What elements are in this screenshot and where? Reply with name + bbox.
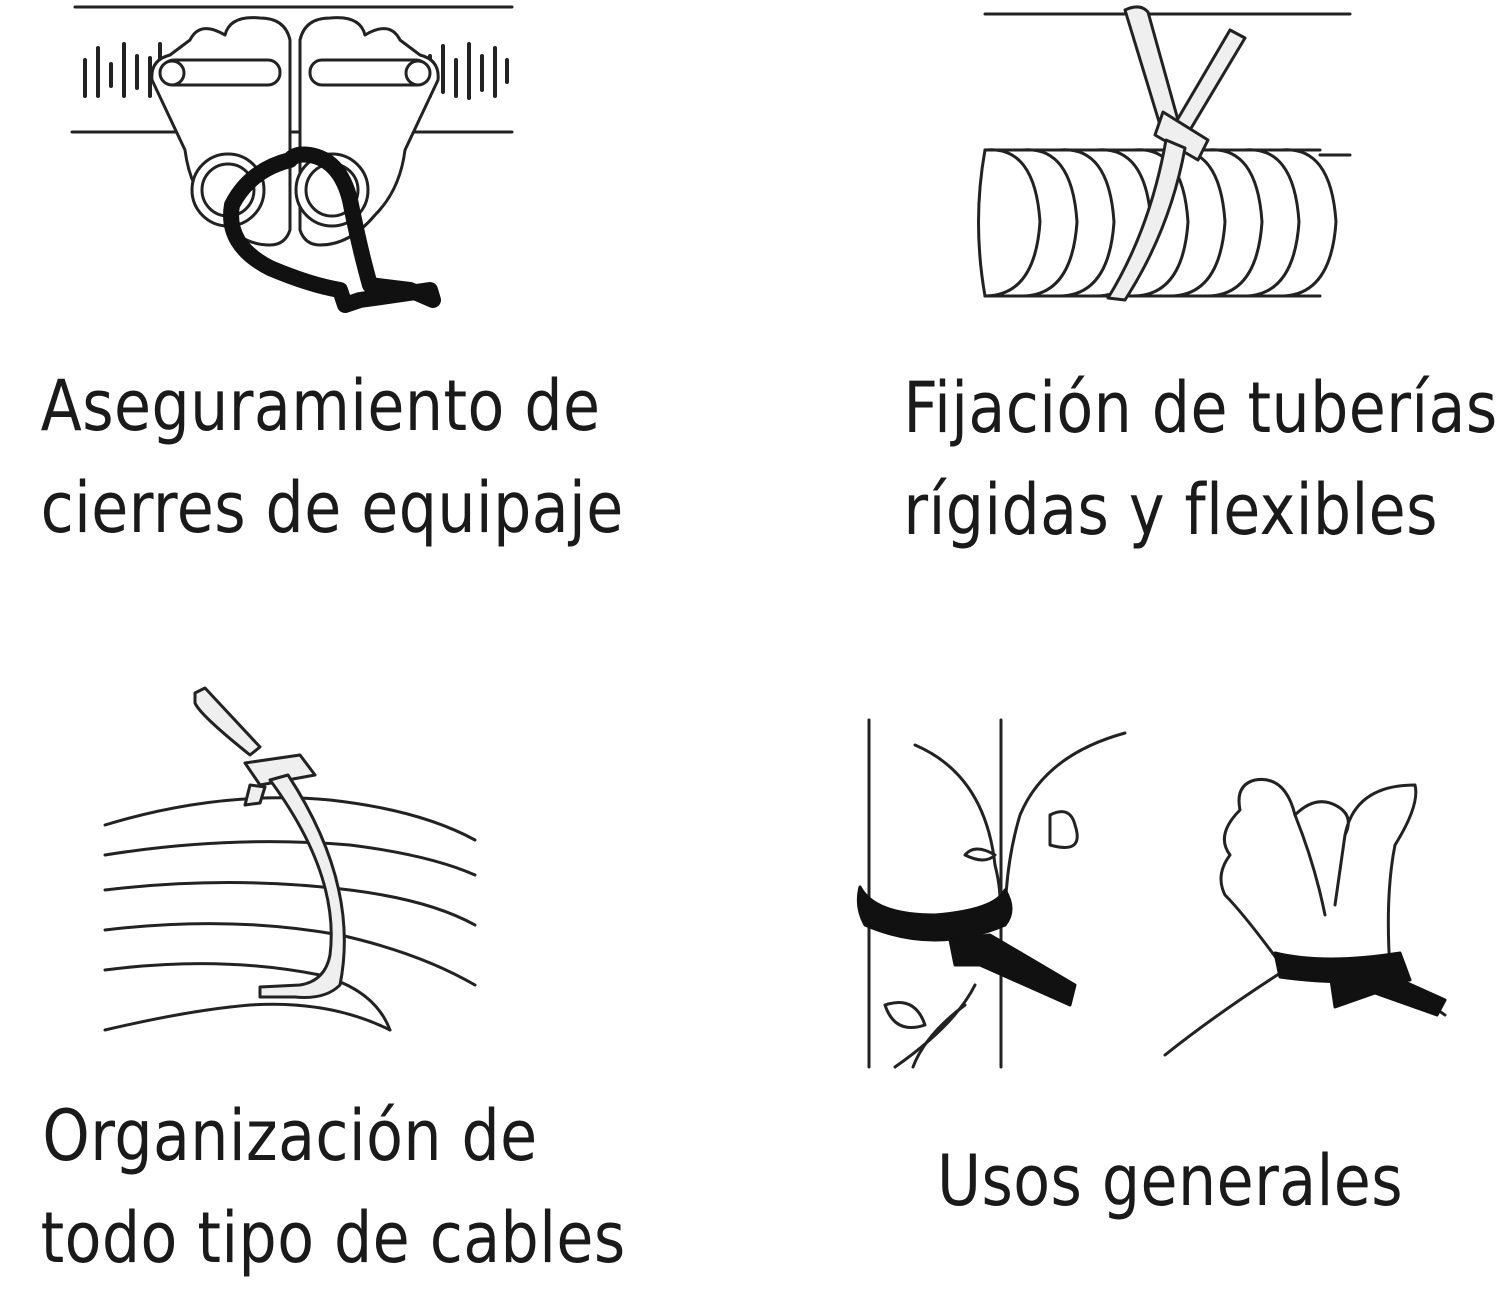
caption-general-line1: Usos generales — [937, 1140, 1403, 1222]
luggage-zipper-icon — [70, 5, 514, 313]
caption-cables-line2: todo tipo de cables — [40, 1197, 626, 1279]
caption-pipes-line2: rígidas y flexibles — [903, 469, 1438, 551]
cable-bundle-icon — [103, 686, 477, 1032]
caption-luggage-line2: cierres de equipaje — [40, 467, 624, 549]
caption-cables-line1: Organización de — [42, 1095, 538, 1177]
caption-luggage-line1: Aseguramiento de — [40, 365, 601, 447]
plant-and-bag-icon — [856, 718, 1447, 1069]
caption-pipes-line1: Fijación de tuberías — [903, 367, 1498, 449]
corrugated-pipe-icon — [977, 5, 1352, 302]
